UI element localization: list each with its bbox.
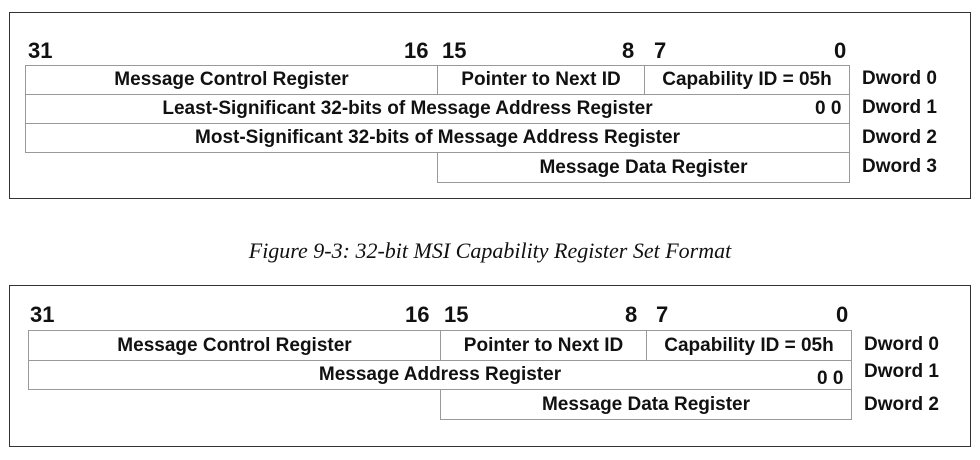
dword-2-label: Dword 2 — [862, 127, 937, 148]
bit-16-label: 16 — [405, 302, 430, 327]
message-data-register-cell: Message Data Register — [440, 389, 852, 420]
bit-8-label: 8 — [625, 302, 638, 327]
reserved-zero-bits: 0 0 — [815, 98, 842, 119]
bit-31-label: 31 — [30, 302, 55, 327]
pointer-to-next-id-cell: Pointer to Next ID — [437, 65, 645, 95]
bit-15-label: 15 — [442, 38, 467, 63]
dword-3-label: Dword 3 — [862, 156, 937, 177]
pointer-to-next-id-cell: Pointer to Next ID — [440, 330, 647, 361]
bit-31-label: 31 — [28, 38, 53, 63]
capability-id-cell: Capability ID = 05h — [646, 330, 852, 361]
dword-1-label: Dword 1 — [864, 361, 939, 382]
dword-0-label: Dword 0 — [862, 68, 937, 89]
message-control-register-cell: Message Control Register — [28, 330, 441, 361]
message-data-register-cell: Message Data Register — [437, 152, 850, 183]
bit-16-label: 16 — [404, 38, 429, 63]
bit-0-label: 0 — [836, 302, 849, 327]
dword-2-label: Dword 2 — [864, 394, 939, 415]
bit-7-label: 7 — [654, 38, 667, 63]
dword-1-label: Dword 1 — [862, 97, 937, 118]
ms-message-address-register-cell: Most-Significant 32-bits of Message Addr… — [25, 123, 850, 153]
message-address-register-cell: Message Address Register — [28, 360, 852, 390]
capability-id-cell: Capability ID = 05h — [644, 65, 850, 95]
bit-7-label: 7 — [656, 302, 669, 327]
message-control-register-cell: Message Control Register — [25, 65, 438, 95]
figure-caption: Figure 9-3: 32-bit MSI Capability Regist… — [248, 238, 732, 263]
bit-15-label: 15 — [444, 302, 469, 327]
dword-0-label: Dword 0 — [864, 334, 939, 355]
ls-message-address-register-cell: Least-Significant 32-bits of Message Add… — [25, 94, 850, 124]
bit-8-label: 8 — [622, 38, 635, 63]
bit-0-label: 0 — [834, 38, 847, 63]
reserved-zero-bits: 0 0 — [817, 368, 844, 389]
